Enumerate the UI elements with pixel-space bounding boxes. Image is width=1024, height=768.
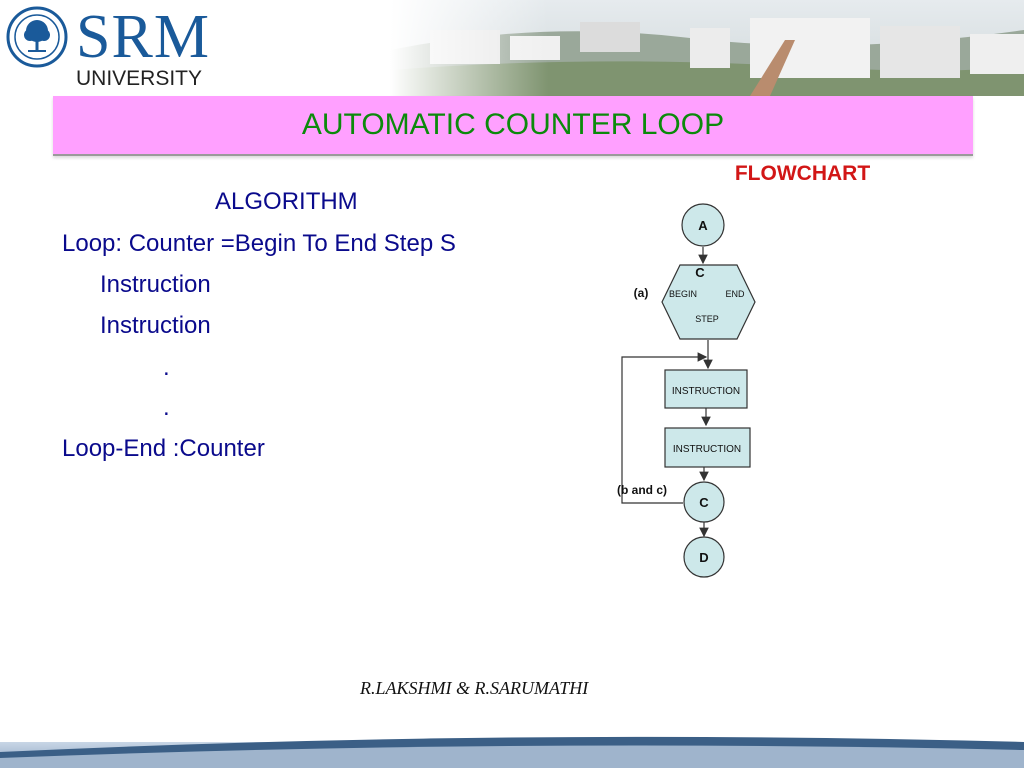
algorithm-dot-1: . [163, 354, 170, 381]
tree-seal-icon [6, 6, 68, 68]
node-c-label: C [699, 495, 709, 510]
flowchart-heading: FLOWCHART [734, 162, 871, 185]
loop-back-line [621, 352, 708, 504]
algorithm-line-instruction-2: Instruction [100, 312, 211, 339]
node-d [683, 536, 725, 578]
hex-step-label: STEP [695, 314, 719, 324]
label-a: (a) [634, 286, 649, 300]
hex-begin-label: BEGIN [669, 289, 697, 299]
logo-wordmark: SRM [76, 3, 210, 71]
node-c [683, 481, 725, 523]
algorithm-heading: ALGORITHM [215, 188, 358, 215]
logo-subtitle: UNIVERSITY [76, 67, 203, 90]
algorithm-dot-2: . [163, 394, 170, 421]
hex-end-label: END [725, 289, 745, 299]
loop-hexagon [661, 264, 756, 340]
footer-swoosh [0, 736, 1024, 768]
node-d-label: D [699, 550, 708, 565]
instruction-box-1 [664, 369, 748, 409]
header: SRM UNIVERSITY [0, 0, 1024, 96]
node-a-label: A [698, 218, 708, 233]
algorithm-line-loop: Loop: Counter =Begin To End Step S [62, 230, 456, 257]
title-band: AUTOMATIC COUNTER LOOP [53, 96, 973, 156]
instruction-box-1-label: INSTRUCTION [672, 386, 740, 397]
flowchart-diagram: A C BEGIN END STEP (a) INSTRUCTION INSTR… [617, 203, 756, 578]
node-a [681, 203, 725, 247]
instruction-box-2-label: INSTRUCTION [673, 444, 741, 455]
algorithm-line-instruction-1: Instruction [100, 271, 211, 298]
algorithm-line-end: Loop-End :Counter [62, 435, 265, 462]
slide-title: AUTOMATIC COUNTER LOOP [301, 108, 725, 141]
instruction-box-2 [664, 427, 751, 468]
author-credit: R.LAKSHMI & R.SARUMATHI [360, 678, 589, 698]
label-b-and-c: (b and c) [617, 483, 667, 497]
campus-photo [390, 0, 1024, 96]
hex-counter-label: C [695, 265, 705, 280]
